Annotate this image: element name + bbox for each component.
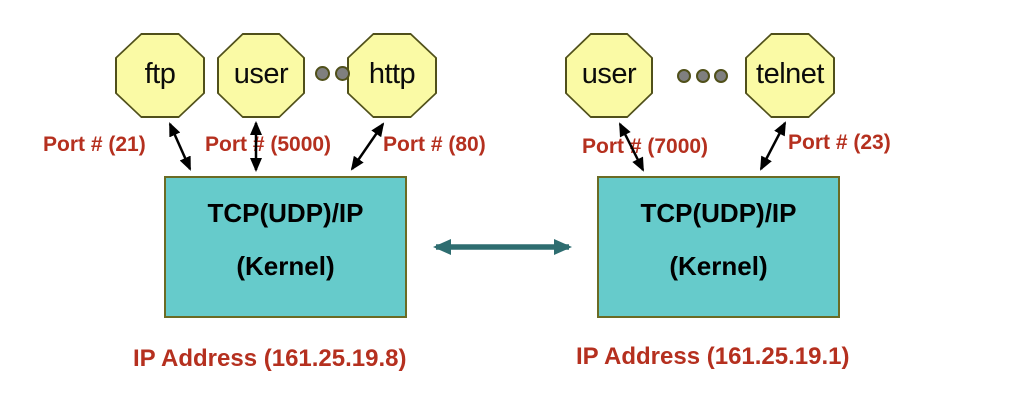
app-node-user-a: user <box>217 33 305 118</box>
port-label-5000: Port # (5000) <box>205 133 332 156</box>
app-node-telnet-fill: telnet <box>746 34 834 117</box>
app-node-label: user <box>581 57 637 90</box>
kernel-box-title: TCP(UDP)/IP <box>640 198 797 228</box>
kernel-box-b: TCP(UDP)/IP (Kernel) <box>597 176 840 318</box>
port-label-7000: Port # (7000) <box>582 135 709 158</box>
ellipsis-dot <box>335 66 350 81</box>
app-node-http-fill: http <box>348 34 436 117</box>
kernel-box-subtitle: (Kernel) <box>236 251 335 281</box>
port-arrow-ftp <box>168 122 192 171</box>
ellipsis-dot <box>677 69 691 83</box>
app-node-label: user <box>233 57 289 90</box>
app-node-label: http <box>368 57 416 90</box>
ip-address-label-a: IP Address (161.25.19.8) <box>133 345 407 372</box>
app-node-label: telnet <box>756 57 824 90</box>
port-label-23: Port # (23) <box>788 131 891 154</box>
port-arrow-http <box>350 122 385 171</box>
app-node-user-b-fill: user <box>566 34 652 117</box>
app-node-http: http <box>347 33 437 118</box>
ellipsis-dot <box>714 69 728 83</box>
app-node-user-b: user <box>565 33 653 118</box>
kernel-box-a: TCP(UDP)/IP (Kernel) <box>164 176 407 318</box>
ellipsis-dot <box>696 69 710 83</box>
kernel-box-title: TCP(UDP)/IP <box>207 198 364 228</box>
port-label-80: Port # (80) <box>383 133 486 156</box>
app-node-telnet: telnet <box>745 33 835 118</box>
ip-address-label-b: IP Address (161.25.19.1) <box>576 343 850 370</box>
port-label-21: Port # (21) <box>43 133 146 156</box>
app-node-ftp-fill: ftp <box>116 34 204 117</box>
app-node-user-a-fill: user <box>218 34 304 117</box>
ellipsis-dot <box>315 66 330 81</box>
app-node-ftp: ftp <box>115 33 205 118</box>
kernel-box-subtitle: (Kernel) <box>669 251 768 281</box>
app-node-label: ftp <box>144 57 176 90</box>
port-arrow-telnet <box>759 121 787 171</box>
